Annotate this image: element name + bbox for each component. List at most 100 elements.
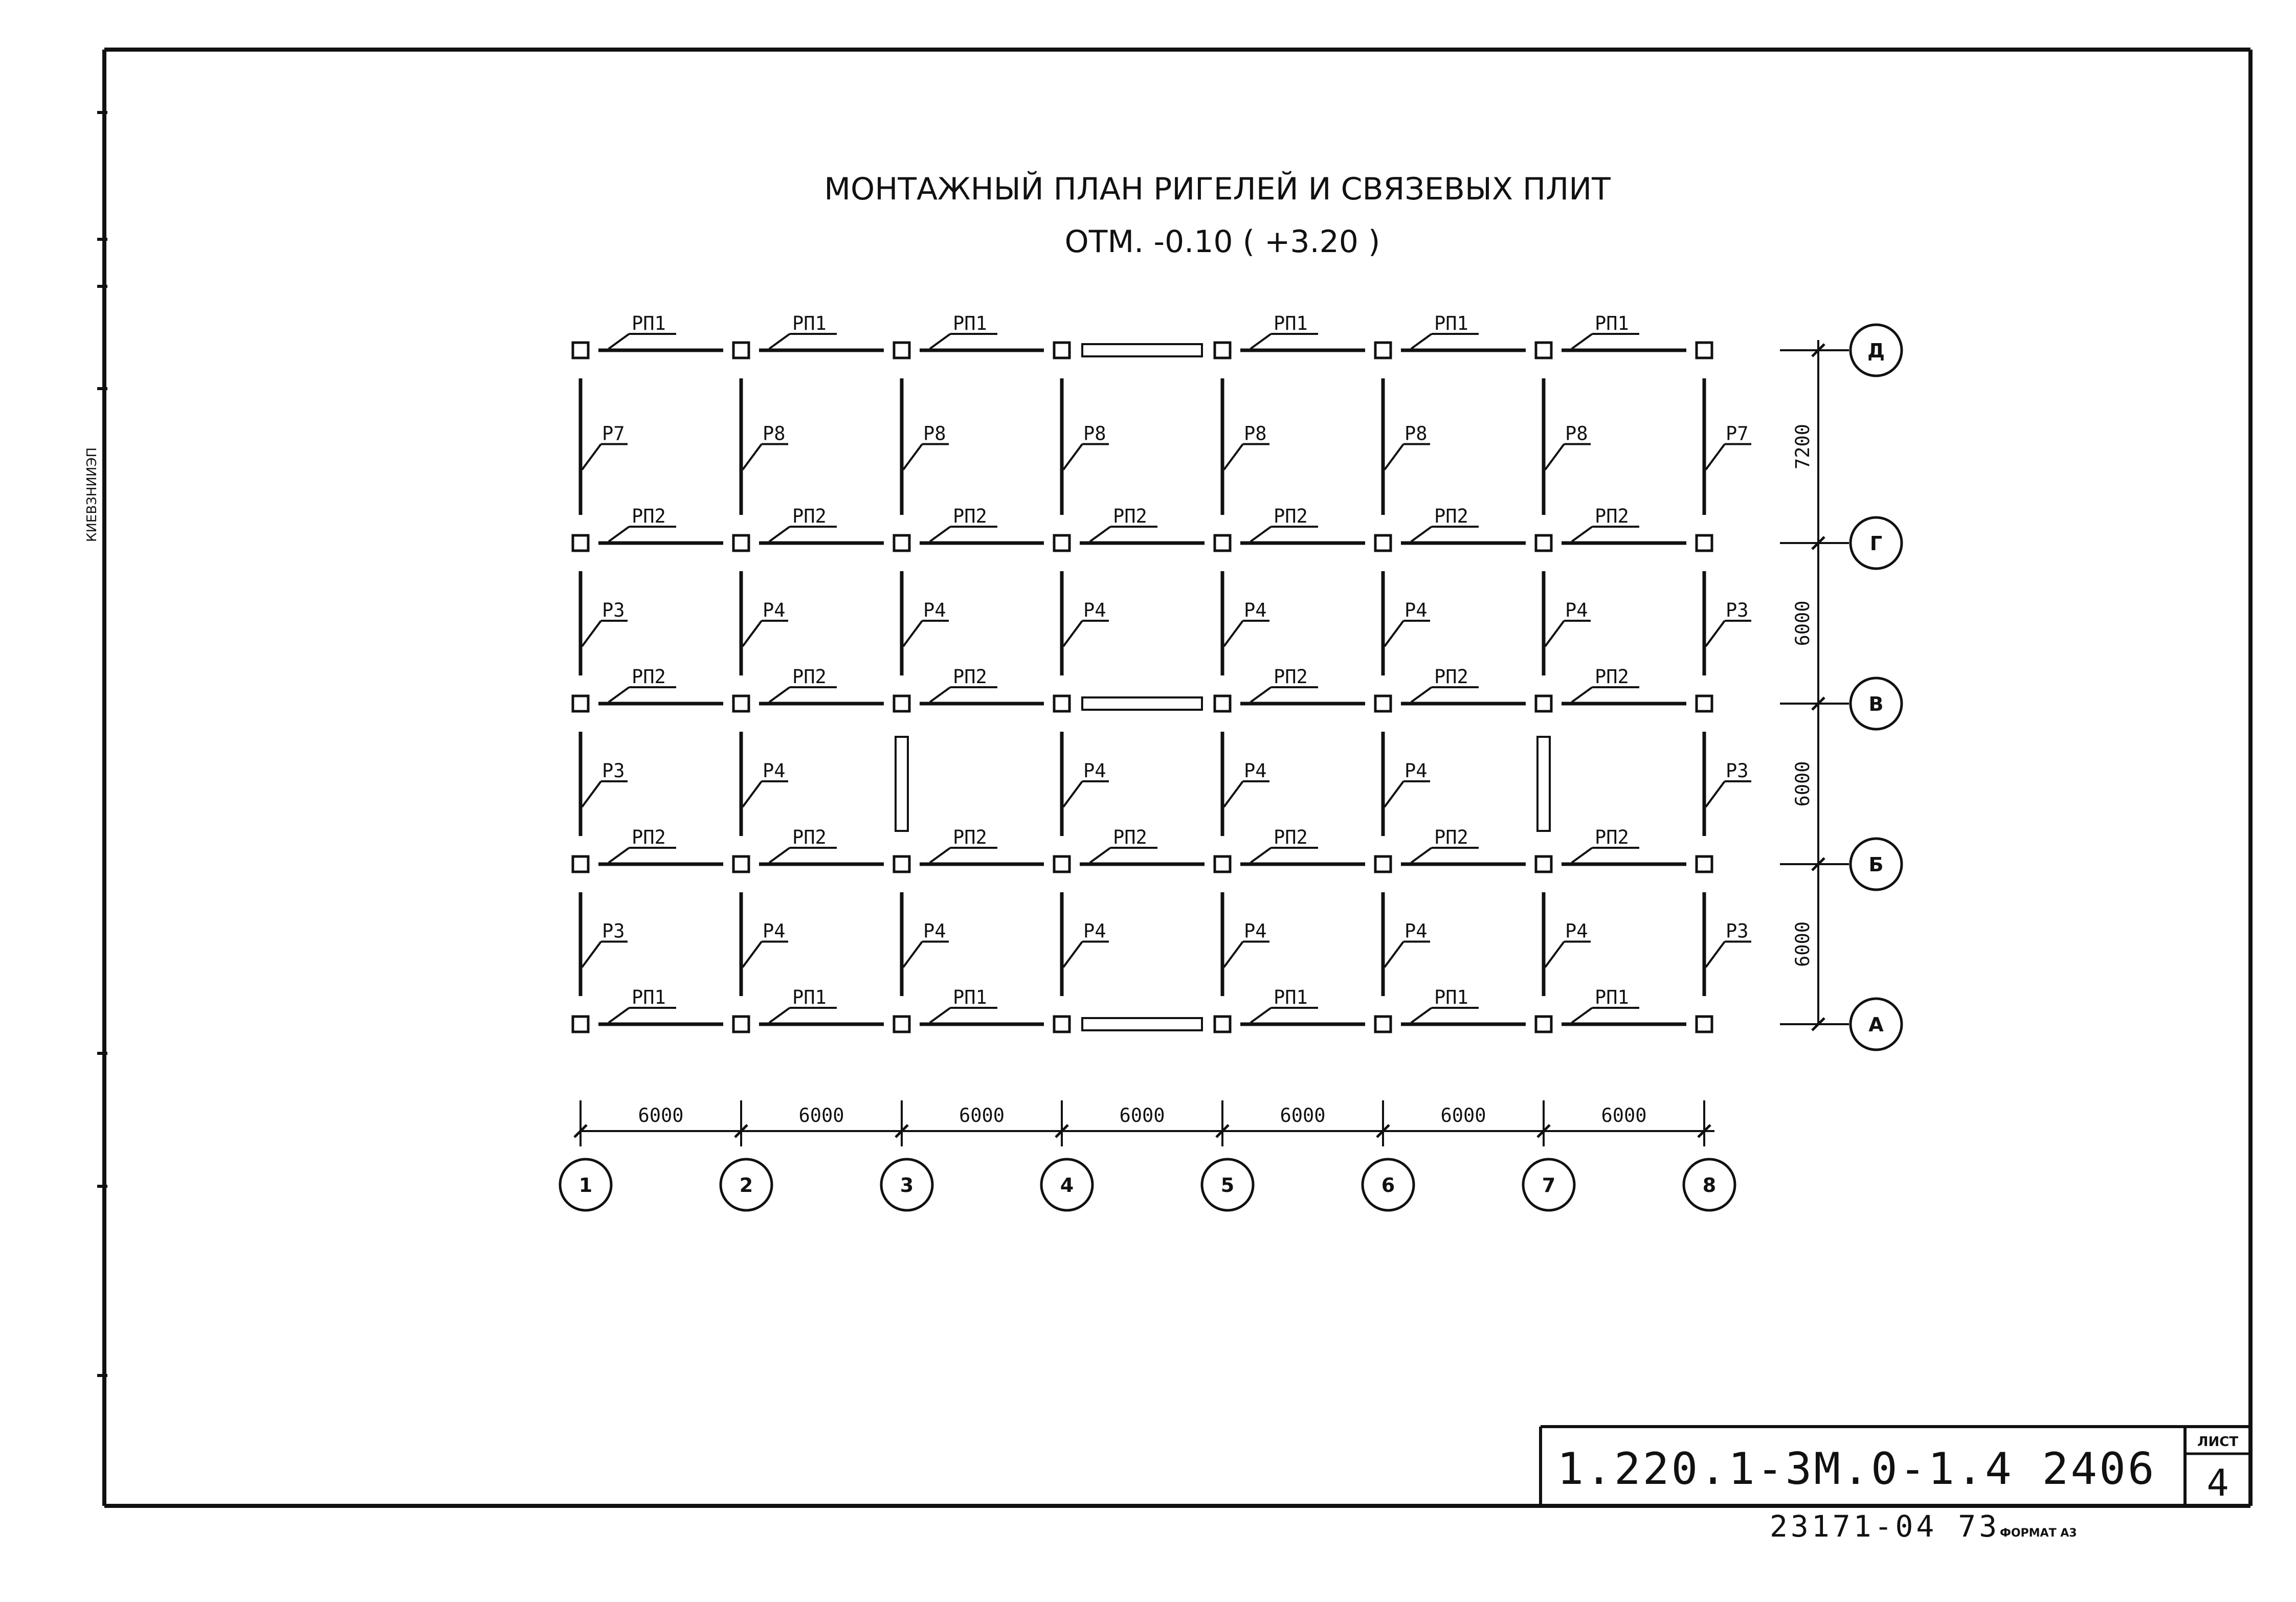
format-label: ФОРМАТ А3 [2000, 1527, 2077, 1540]
beam-label: Р4 [1244, 760, 1267, 782]
side-stamp: КИЕВЗНИИЭП [84, 447, 100, 542]
axis-label: 7 [1542, 1174, 1555, 1197]
leader-line [768, 686, 791, 703]
leader-line [1571, 686, 1593, 703]
column-square [1374, 855, 1392, 873]
beam-label: Р8 [923, 423, 946, 445]
drawing-title: МОНТАЖНЫЙ ПЛАН РИГЕЛЕЙ И СВЯЗЕВЫХ ПЛИТ [824, 170, 1611, 207]
dimension-value: 6000 [1792, 921, 1814, 967]
beam-label: Р4 [1244, 599, 1267, 621]
leader-line [581, 620, 602, 647]
column-square [1213, 855, 1232, 873]
leader-line [929, 333, 951, 350]
dimension-value: 6000 [798, 1104, 844, 1126]
tick-mark [895, 1124, 909, 1138]
leader-line [1250, 686, 1272, 703]
leader-line [1062, 941, 1083, 968]
tie-slab [895, 736, 909, 832]
slab-label: РП2 [1434, 826, 1468, 848]
dimension-value: 6000 [959, 1104, 1005, 1126]
leader-line [768, 847, 791, 864]
beam-label: Р4 [1565, 599, 1588, 621]
tick-mark [734, 1124, 748, 1138]
tick-mark [1811, 343, 1825, 357]
beam-label: Р3 [602, 920, 625, 942]
slab-label: РП2 [1595, 666, 1629, 688]
beam-label: Р4 [923, 920, 946, 942]
leader-line [1544, 620, 1565, 647]
column-square [1053, 534, 1071, 552]
axis-label: А [1868, 1013, 1884, 1036]
leader-line [1223, 780, 1244, 808]
beam-label: Р8 [1405, 423, 1428, 445]
axis-label: Д [1867, 340, 1885, 362]
column-square [893, 1015, 911, 1033]
leader-line [1705, 443, 1726, 470]
dimension-value: 6000 [1792, 600, 1814, 646]
leader-line [742, 443, 763, 470]
leader-line [1705, 941, 1726, 968]
leader-line [1384, 443, 1405, 470]
axis-bubble [1522, 1158, 1576, 1212]
leader-line [608, 686, 630, 703]
tick-mark [1536, 1124, 1551, 1138]
beam-label: Р8 [1083, 423, 1106, 445]
dimension-value: 6000 [1119, 1104, 1165, 1126]
leader-line [1410, 686, 1433, 703]
leader-line [902, 443, 923, 470]
dimension-value: 6000 [1280, 1104, 1325, 1126]
column-square [1213, 341, 1232, 359]
column-square [1213, 1015, 1232, 1033]
column-square [1534, 1015, 1553, 1033]
axis-label: 5 [1221, 1174, 1234, 1197]
leader-line [1062, 620, 1083, 647]
slab-label: РП1 [1274, 312, 1308, 334]
column-square [1534, 855, 1553, 873]
leader-line [1223, 941, 1244, 968]
beam-label: Р4 [1405, 599, 1428, 621]
slab-label: РП1 [953, 312, 987, 334]
column-square [1053, 694, 1071, 713]
tick-mark [1811, 536, 1825, 550]
leader-line [1571, 526, 1593, 543]
leader-line [902, 941, 923, 968]
leader-line [768, 333, 791, 350]
column-square [571, 694, 590, 713]
axis-label: Г [1870, 532, 1882, 555]
beam-label: Р4 [1565, 920, 1588, 942]
beam-label: Р4 [763, 760, 786, 782]
leader-line [608, 847, 630, 864]
tick-mark [573, 1124, 588, 1138]
column-square [732, 855, 750, 873]
tie-slab [1536, 736, 1551, 832]
column-square [1374, 341, 1392, 359]
leader-line [1250, 1007, 1272, 1024]
column-square [732, 1015, 750, 1033]
slab-label: РП2 [953, 666, 987, 688]
leader-line [1250, 333, 1272, 350]
leader-line [768, 526, 791, 543]
axis-bubble [1849, 837, 1903, 891]
leader-line [768, 1007, 791, 1024]
column-square [1213, 694, 1232, 713]
column-square [1695, 534, 1713, 552]
sheet-number: 4 [2206, 1461, 2228, 1504]
leader-line [1250, 526, 1272, 543]
axis-label: 8 [1703, 1174, 1716, 1197]
column-square [1053, 855, 1071, 873]
beam-label: Р3 [1726, 599, 1749, 621]
dimension-value: 7200 [1792, 424, 1814, 469]
beam-label: Р4 [1083, 760, 1106, 782]
column-square [893, 694, 911, 713]
leader-line [742, 941, 763, 968]
slab-label: РП1 [792, 312, 827, 334]
leader-line [1384, 780, 1405, 808]
beam-label: Р4 [763, 599, 786, 621]
leader-line [1705, 620, 1726, 647]
axis-bubble [1200, 1158, 1255, 1212]
leader-line [1571, 333, 1593, 350]
beam-label: Р4 [1405, 920, 1428, 942]
beam-label: Р7 [602, 423, 625, 445]
